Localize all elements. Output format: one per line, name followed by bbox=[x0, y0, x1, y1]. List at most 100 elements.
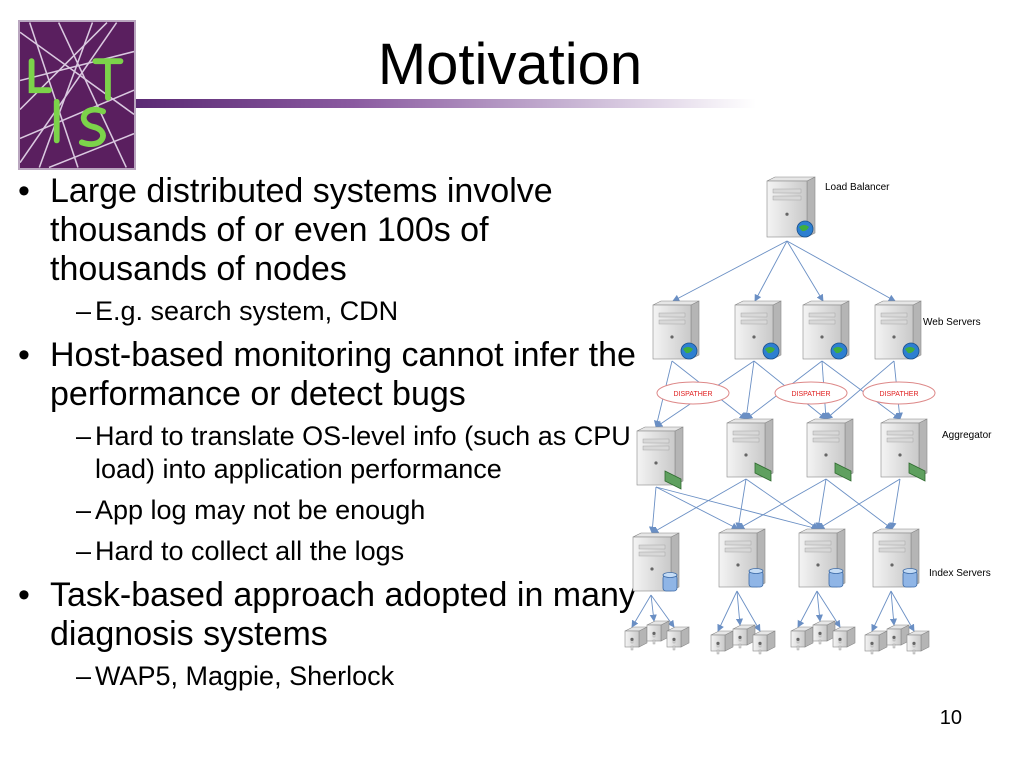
connection-arrow bbox=[786, 240, 896, 302]
sub-bullet-item: – WAP5, Magpie, Sherlock bbox=[18, 660, 638, 693]
web-server bbox=[652, 300, 700, 360]
sub-bullet-item: – Hard to collect all the logs bbox=[18, 535, 638, 568]
title-underline bbox=[136, 99, 756, 108]
dispatcher-label: DISPATHER bbox=[673, 391, 712, 398]
connection-arrow bbox=[797, 590, 818, 628]
leaf-host bbox=[710, 630, 734, 655]
connection-arrow bbox=[650, 594, 675, 628]
aggregator-server bbox=[726, 418, 774, 482]
leaf-host bbox=[790, 626, 814, 651]
bullet-dot: • bbox=[18, 172, 30, 210]
bullet-item: • Task-based approach adopted in many di… bbox=[18, 576, 638, 693]
aggregator-server bbox=[636, 426, 684, 490]
connection-arrow bbox=[786, 240, 824, 302]
dispatcher-node: DISPATHER bbox=[656, 381, 730, 405]
connection-arrow bbox=[754, 240, 788, 302]
dispatcher-node: DISPATHER bbox=[862, 381, 936, 405]
web-server bbox=[734, 300, 782, 360]
sub-bullet-text: WAP5, Magpie, Sherlock bbox=[95, 661, 395, 691]
tier-label-web-servers: Web Servers bbox=[923, 317, 981, 328]
sub-bullet-text: Hard to translate OS-level info (such as… bbox=[95, 421, 631, 484]
connection-arrow bbox=[889, 590, 898, 626]
leaf-host bbox=[832, 626, 856, 651]
network-card-icon bbox=[908, 462, 926, 482]
bullet-item: • Host-based monitoring cannot infer the… bbox=[18, 336, 638, 568]
network-card-icon bbox=[664, 470, 682, 490]
web-server bbox=[802, 300, 850, 360]
bullet-text: Task-based approach adopted in many diag… bbox=[50, 576, 636, 653]
logo bbox=[18, 20, 136, 170]
dispatcher-node: DISPATHER bbox=[774, 381, 848, 405]
tier-label-aggregator: Aggregator bbox=[942, 430, 992, 441]
bullet-item: • Large distributed systems involve thou… bbox=[18, 172, 638, 328]
connection-arrow bbox=[717, 590, 738, 632]
sub-bullet-text: App log may not be enough bbox=[95, 495, 426, 525]
web-server bbox=[874, 300, 922, 360]
connection-arrow bbox=[736, 590, 761, 632]
connection-arrow bbox=[737, 478, 827, 530]
leaf-host bbox=[864, 630, 888, 655]
server-nodes bbox=[624, 176, 930, 655]
slide-title: Motivation bbox=[377, 32, 643, 97]
bullet-dot: • bbox=[18, 576, 30, 614]
connection-arrow bbox=[649, 594, 657, 622]
bullet-list: • Large distributed systems involve thou… bbox=[18, 172, 638, 701]
sub-bullet-text: Hard to collect all the logs bbox=[95, 536, 405, 566]
connection-arrow bbox=[735, 478, 747, 530]
dispatcher-label: DISPATHER bbox=[879, 391, 918, 398]
sub-bullet-dash: – bbox=[76, 661, 92, 691]
leaf-host bbox=[666, 626, 690, 651]
sub-bullet-list: – Hard to translate OS-level info (such … bbox=[18, 420, 638, 568]
sub-bullet-list: – E.g. search system, CDN bbox=[18, 295, 638, 328]
connection-arrow bbox=[631, 594, 652, 628]
sub-bullet-item: – App log may not be enough bbox=[18, 494, 638, 527]
connection-arrow bbox=[655, 486, 819, 531]
network-card-icon bbox=[754, 462, 772, 482]
dispatcher-label: DISPATHER bbox=[791, 391, 830, 398]
index-server bbox=[632, 532, 680, 592]
connection-arrow bbox=[648, 486, 657, 534]
sub-bullet-dash: – bbox=[76, 536, 92, 566]
bullet-text: Host-based monitoring cannot infer the p… bbox=[50, 336, 636, 413]
sub-bullet-text: E.g. search system, CDN bbox=[95, 296, 399, 326]
sub-bullet-list: – WAP5, Magpie, Sherlock bbox=[18, 660, 638, 693]
index-server bbox=[798, 528, 846, 588]
index-server bbox=[872, 528, 920, 588]
connection-arrow bbox=[743, 360, 755, 420]
connection-arrow bbox=[651, 478, 747, 534]
connection-arrow bbox=[889, 478, 901, 530]
sub-bullet-dash: – bbox=[76, 421, 92, 451]
connection-arrow bbox=[735, 590, 744, 626]
connection-arrow bbox=[672, 240, 788, 302]
leaf-host bbox=[886, 624, 910, 649]
connection-arrow bbox=[871, 590, 892, 632]
connection-arrow bbox=[655, 486, 739, 530]
server-hierarchy-diagram: DISPATHER DISPATHER DISPATHER Load Balance… bbox=[624, 176, 992, 655]
connection-arrow bbox=[815, 478, 827, 530]
sub-bullet-dash: – bbox=[76, 495, 92, 525]
connection-arrow bbox=[815, 590, 823, 622]
dispatchers: DISPATHER DISPATHER DISPATHER bbox=[656, 381, 936, 405]
connection-arrow bbox=[890, 590, 915, 632]
load-balancer-server bbox=[766, 176, 816, 238]
sub-bullet-item: – E.g. search system, CDN bbox=[18, 295, 638, 328]
aggregator-server bbox=[880, 418, 928, 482]
sub-bullet-dash: – bbox=[76, 296, 92, 326]
connection-arrow bbox=[825, 360, 895, 420]
index-server bbox=[718, 528, 766, 588]
leaf-host bbox=[646, 620, 670, 645]
leaf-host bbox=[812, 620, 836, 645]
tier-label-load-balancer: Load Balancer bbox=[825, 182, 890, 193]
leaf-host bbox=[752, 630, 776, 655]
leaf-host bbox=[732, 624, 756, 649]
bullet-text: Large distributed systems involve thousa… bbox=[50, 172, 553, 288]
page-number: 10 bbox=[939, 707, 962, 729]
logo-graphic bbox=[20, 22, 134, 168]
connection-arrow bbox=[816, 590, 841, 628]
connection-arrow bbox=[817, 478, 901, 530]
leaf-host bbox=[624, 626, 648, 651]
aggregator-server bbox=[806, 418, 854, 482]
leaf-host bbox=[906, 630, 930, 655]
sub-bullet-item: – Hard to translate OS-level info (such … bbox=[18, 420, 638, 486]
tier-label-index-servers: Index Servers bbox=[929, 568, 991, 579]
